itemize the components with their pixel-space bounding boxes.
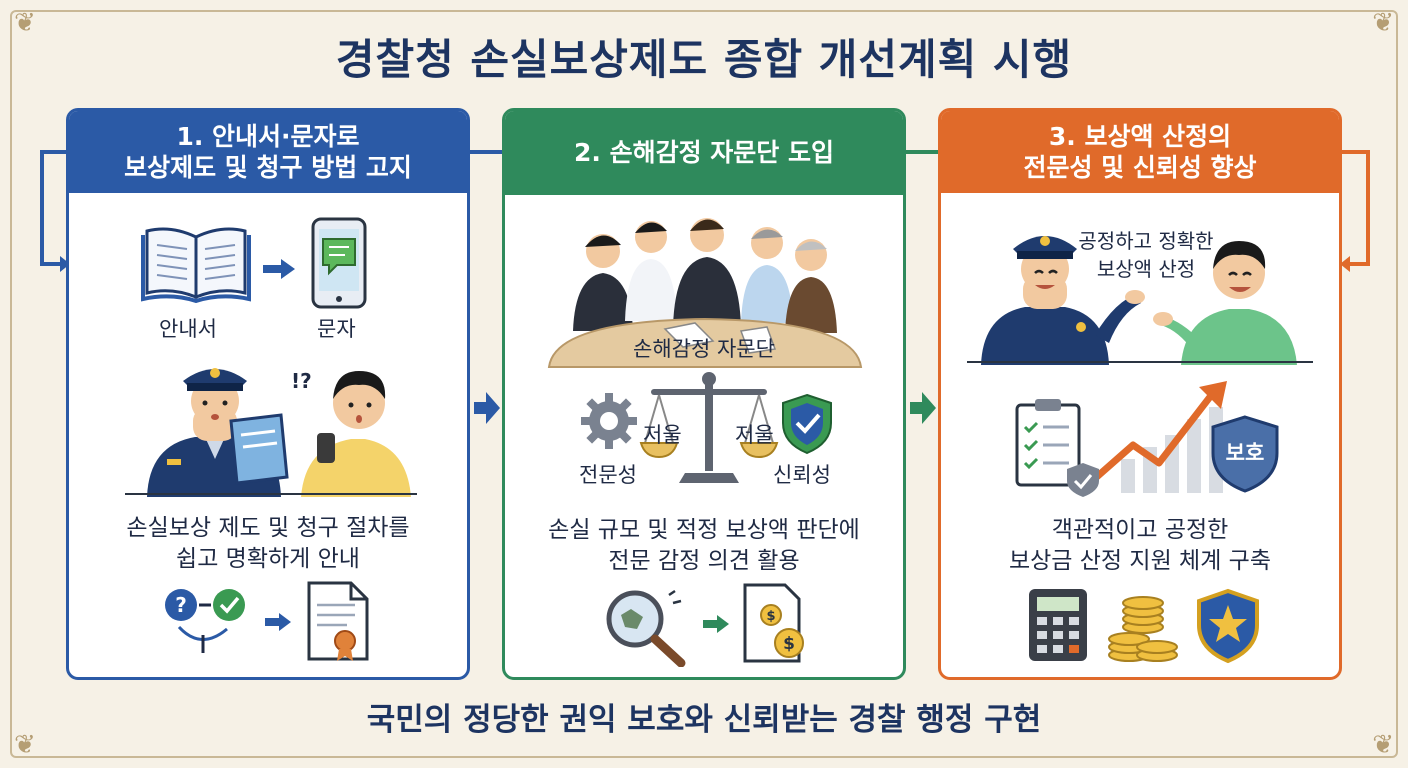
page-title: 경찰청 손실보상제도 종합 개선계획 시행 [335,35,1073,84]
loop-arrow-icon [1340,150,1370,272]
next-step-arrow-icon [474,392,500,424]
police-badge-icon [1197,588,1259,664]
label-guidebook: 안내서 [159,317,217,341]
scale-right-label: 저울 [735,423,774,447]
guide-booklet-icon [229,413,289,485]
panel-3-header: 3. 보상액 산정의 전문성 및 신뢰성 향상 [941,111,1339,193]
label-trust: 신뢰성 [773,463,831,487]
scale-icon [639,372,779,483]
panel-2-desc-line2: 전문 감정 의견 활용 [608,548,800,575]
panel-3-desc-line1: 객관적이고 공정한 [1051,517,1229,543]
panel-1-desc-line1: 손실보상 제도 및 청구 절차를 [126,515,410,541]
connector-line [470,150,502,154]
corner-ornament-icon: ❦ [14,730,36,760]
arrow-right-icon [703,615,729,633]
divider [125,493,417,495]
arrow-right-icon [263,259,295,279]
growth-chart-icon [1067,381,1227,497]
shield-icon [1211,415,1279,493]
divider [967,361,1313,363]
next-step-arrow-icon [910,392,936,424]
corner-ornament-icon: ❦ [1372,730,1394,760]
gear-icon [581,393,637,449]
shield-label: 보호 [1225,441,1265,465]
speech-line1: 공정하고 정확한 [1078,229,1214,253]
scale-left-label: 저울 [643,423,682,447]
corner-ornament-icon: ❦ [14,8,36,38]
question-check-icon: ? [165,589,245,653]
book-icon [141,227,251,303]
advisory-table-label: 손해감정 자문단 [633,337,775,361]
panel-1-header: 1. 안내서·문자로 보상제도 및 청구 방법 고지 [69,111,467,193]
panel-1-desc-line2: 쉽고 명확하게 안내 [176,546,360,573]
step-panel-1: 1. 안내서·문자로 보상제도 및 청구 방법 고지 안내서 문자 [66,108,470,680]
svg-text:$: $ [766,609,775,624]
dollar-document-icon: $ $ [743,583,804,663]
phone-icon [311,217,367,309]
panel-2-header: 2. 손해감정 자문단 도입 [505,111,903,195]
corner-ornament-icon: ❦ [1372,8,1394,38]
speech-line2: 보상액 산정 [1096,257,1196,281]
step-panel-3: 3. 보상액 산정의 전문성 및 신뢰성 향상 공정하고 정확한 보상액 산정 [938,108,1342,680]
panel-2-description: 손실 규모 및 적정 보상액 판단에 전문 감정 의견 활용 [505,515,903,577]
panel-1-title-line2: 보상제도 및 청구 방법 고지 [124,153,412,182]
svg-text:$: $ [783,634,795,654]
magnifier-icon [606,589,686,667]
panel-3-title-line1: 3. 보상액 산정의 [1048,121,1232,151]
loop-arrow-icon [40,150,70,272]
panel-3-title-line2: 전문성 및 신뢰성 향상 [1023,153,1257,182]
panel-1-description: 손실보상 제도 및 청구 절차를 쉽고 명확하게 안내 [69,513,467,575]
svg-text:?: ? [175,593,187,617]
shield-check-icon [782,393,832,455]
connector-line [906,150,938,154]
panel-1-title-line1: 1. 안내서·문자로 [176,121,360,151]
footer-slogan: 국민의 정당한 권익 보호와 신뢰받는 경찰 행정 구현 [366,702,1042,738]
label-expertise: 전문성 [579,463,637,487]
citizen-icon [301,371,411,497]
page-frame [10,10,1398,758]
coins-icon [1108,596,1178,662]
panel-3-description: 객관적이고 공정한 보상금 산정 지원 체계 구축 [941,515,1339,577]
checklist-icon [1015,399,1081,487]
arrow-right-icon [265,613,291,631]
panel-2-desc-line1: 손실 규모 및 적정 보상액 판단에 [548,517,860,543]
citizen-icon [1153,241,1297,365]
panel-2-title: 2. 손해감정 자문단 도입 [573,138,834,168]
panel-3-desc-line2: 보상금 산정 지원 체계 구축 [1008,548,1271,575]
step-panel-2: 2. 손해감정 자문단 도입 손해감정 자문단 [502,108,906,680]
advisory-group-icon [547,218,863,368]
calculator-icon [1029,589,1087,661]
label-sms: 문자 [317,317,356,341]
surprise-mark: !? [291,369,312,393]
certificate-icon [307,581,369,661]
officer-icon [981,236,1145,365]
speech-text: 공정하고 정확한 보상액 산정 [1071,227,1221,283]
